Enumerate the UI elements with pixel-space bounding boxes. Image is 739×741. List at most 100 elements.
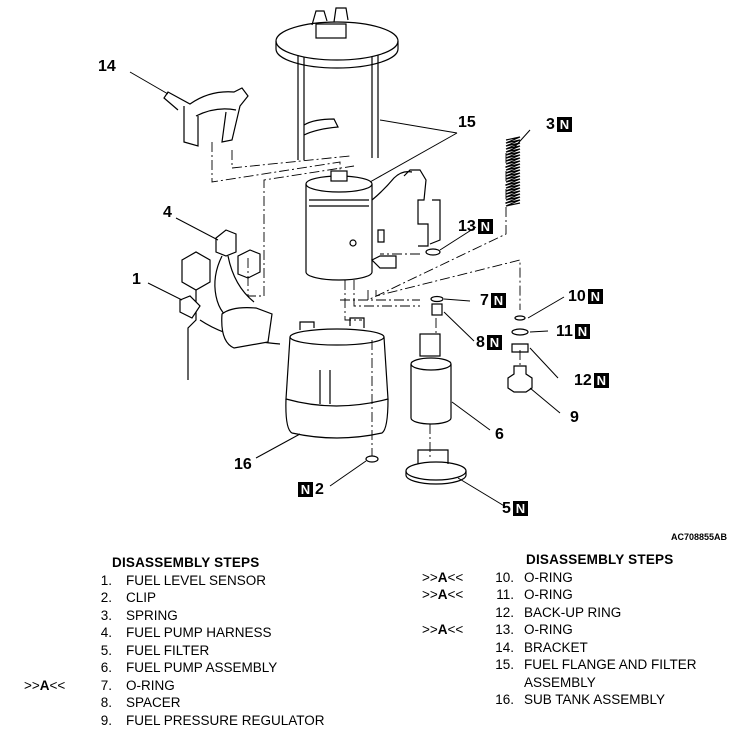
step-text: FUEL PRESSURE REGULATOR [126,712,325,728]
list-item: 4.FUEL PUMP HARNESS [88,624,388,642]
callout-number: 15 [458,114,476,131]
mark-letter: A [437,622,448,637]
callout-number: 13 [458,218,476,235]
steps-title: DISASSEMBLY STEPS [112,555,260,570]
list-item: 8.SPACER [88,694,388,712]
step-number: 14. [495,639,514,655]
callout-number: 3 [546,116,555,133]
mark-letter: A [437,587,448,602]
o-ring-7-part [430,295,444,303]
fuel-filter-housing-part [305,169,441,281]
step-text: BACK-UP RING [524,604,622,620]
step-number: 5. [100,642,112,658]
callout-14: 14 [98,58,116,76]
o-ring-11-part [511,328,529,336]
step-text: FUEL FLANGE AND FILTER ASSEMBLY [524,657,697,690]
new-part-mark-icon: N [593,373,609,388]
step-number: 3. [100,607,112,623]
callout-9: 9 [570,409,579,427]
step-number: 15. [495,657,514,672]
spring-part [505,136,521,207]
step-text: SPACER [126,695,181,710]
step-text: FUEL LEVEL SENSOR [126,572,267,588]
list-item: >>A<< 11. O-RING [422,586,728,604]
step-number: 9. [100,712,112,728]
callout-number: 4 [163,204,172,221]
exploded-parts-diagram [129,7,565,508]
mark-suffix: << [447,587,464,602]
new-part-mark-icon: N [486,335,502,350]
new-part-mark-icon: N [490,293,506,308]
spacer-part [431,303,443,316]
step-number: 6. [100,660,112,675]
mark-letter: A [437,569,448,585]
new-part-mark-icon: N [477,219,493,234]
mark-suffix: << [447,622,464,637]
figure-code: AC708855AB [670,532,727,542]
step-text: O-RING [524,569,573,585]
list-item: 14. BRACKET [468,639,728,657]
callout-number: 2 [315,481,324,498]
fuel-pressure-regulator-part [507,365,533,393]
callout-4: 4 [163,204,172,222]
step-text: CLIP [126,590,157,605]
list-item: 12. BACK-UP RING [468,604,728,622]
new-part-mark-icon: N [587,289,603,304]
new-part-mark-icon: N [574,324,590,339]
step-text: BRACKET [524,639,588,655]
back-up-ring-part [511,343,529,353]
callout-1: 1 [132,271,141,289]
callout-number: 6 [495,426,504,443]
list-item: 2. CLIP [88,589,388,607]
step-number: 12. [495,604,514,620]
fuel-flange-part [275,7,399,160]
callout-number: 14 [98,58,116,75]
left-steps-list: DISASSEMBLY STEPS 1.FUEL LEVEL SENSOR 2.… [24,554,388,730]
callout-number: 7 [480,292,489,309]
step-number: 11. [496,587,514,602]
step-text: FUEL PUMP HARNESS [126,625,272,640]
list-item: 5. FUEL FILTER [88,642,388,660]
procedure-mark: >>A<< [422,621,463,639]
step-number: 2. [100,590,112,605]
step-text: O-RING [524,587,573,602]
step-number: 7. [100,677,112,693]
callout-number: 11 [556,323,573,340]
mark-prefix: >> [422,587,438,602]
callout-16: 16 [234,456,252,474]
new-part-mark-icon: N [512,501,528,516]
step-text: O-RING [524,622,573,637]
step-text: SPRING [126,607,178,623]
step-text: FUEL FILTER [126,642,210,658]
sub-tank-part [285,317,389,439]
list-item: >>A<< 7.O-RING [24,677,388,695]
list-item: 3. SPRING [88,607,388,625]
list-item: 9. FUEL PRESSURE REGULATOR [88,712,388,730]
list-item: >>A<< 10. O-RING [422,569,728,587]
callout-number: 5 [502,500,511,517]
list-item: >>A<< 13. O-RING [422,621,728,639]
new-part-mark-icon: N [556,117,572,132]
list-item: 6. FUEL PUMP ASSEMBLY [88,659,388,677]
list-item: 15. FUEL FLANGE AND FILTER ASSEMBLY [468,656,728,691]
step-text: FUEL PUMP ASSEMBLY [126,660,278,675]
mark-suffix: << [49,677,66,693]
callout-number: 8 [476,334,485,351]
callout-number: 1 [132,271,141,288]
callout-number: 16 [234,456,252,473]
callout-6: 6 [495,426,504,444]
fuel-level-sensor-part [179,251,281,380]
procedure-mark: >>A<< [422,569,463,587]
o-ring-10-part [514,315,526,321]
procedure-mark: >>A<< [422,586,463,604]
step-number: 10. [495,569,514,585]
callout-number: 9 [570,409,579,426]
harness-part [214,229,261,323]
step-number: 13. [495,622,514,637]
